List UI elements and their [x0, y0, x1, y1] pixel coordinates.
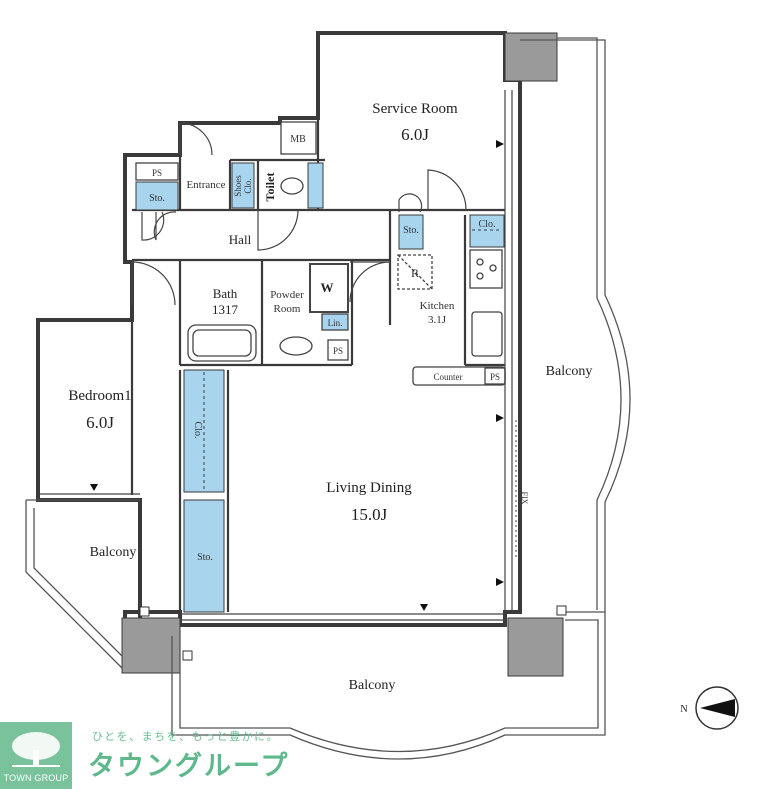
- shoes-closet: [231, 162, 255, 209]
- mb-box: [280, 121, 317, 155]
- ps-label-powder: PS: [333, 346, 343, 356]
- toilet-shelf: [307, 162, 324, 209]
- ps-label-counter: PS: [490, 372, 500, 382]
- service-room-name: Service Room: [372, 101, 458, 117]
- fridge: [397, 254, 433, 290]
- lin-label: Lin.: [328, 318, 343, 328]
- ps-box-entrance: [135, 162, 179, 181]
- kitchen-name: Kitchen: [420, 300, 455, 312]
- balcony-right-label: Balcony: [546, 364, 593, 379]
- balcony-bottom-label: Balcony: [349, 678, 396, 693]
- hall-label: Hall: [229, 232, 252, 247]
- drain-markers: [139, 605, 567, 661]
- service-room-size: 6.0J: [401, 125, 429, 144]
- windows: [40, 90, 513, 621]
- toilet-label: Toilet: [263, 173, 277, 202]
- entrance-label: Entrance: [186, 179, 225, 191]
- mb-label: MB: [290, 134, 306, 145]
- powder-room-line2: Room: [274, 303, 301, 315]
- bath-name: Bath: [213, 286, 238, 301]
- ps-box-powder: [327, 339, 349, 361]
- living-storage: [183, 499, 225, 613]
- logo-text: TOWN GROUP: [3, 773, 69, 783]
- clo-label-balcony: Clo.: [479, 219, 496, 230]
- window-arrows: [90, 140, 504, 611]
- outer-walls: [36, 31, 522, 627]
- pillars: [121, 32, 564, 677]
- entrance-storage: [135, 181, 179, 211]
- toilet-bowl: [280, 177, 304, 195]
- sto-label-kitchen: Sto.: [403, 225, 419, 236]
- living-dining-size: 15.0J: [351, 505, 388, 524]
- bedroom1-size: 6.0J: [86, 413, 114, 432]
- living-dining-name: Living Dining: [326, 480, 412, 496]
- w-label: W: [321, 280, 334, 295]
- bedroom-closet: [183, 369, 225, 493]
- right-balcony: [520, 37, 631, 613]
- kitchen-sink: [471, 311, 503, 357]
- bottom-balcony: [171, 612, 606, 760]
- town-group-logo: TOWN GROUP: [0, 722, 72, 789]
- counter-label: Counter: [434, 372, 463, 382]
- fix-label: FIX: [520, 492, 529, 505]
- balcony-closet: [469, 214, 505, 248]
- brand-name: タウングループ: [88, 751, 290, 782]
- interior-walls: [130, 118, 505, 612]
- compass-icon: N: [680, 686, 739, 730]
- kitchen-storage: [398, 214, 424, 250]
- bath-size: 1317: [212, 302, 239, 317]
- balcony-left-label: Balcony: [90, 545, 137, 560]
- sto-label-entrance: Sto.: [149, 193, 165, 204]
- doors: [131, 122, 467, 306]
- stove: [469, 249, 503, 289]
- kitchen-size: 3.1J: [428, 314, 447, 326]
- brand-tagline: ひとを、まちを、もっと豊かに。: [92, 730, 280, 743]
- storage-areas: [135, 162, 505, 613]
- left-balcony: [25, 499, 140, 669]
- r-label: R: [411, 266, 419, 280]
- clo-label-bedroom: Clo.: [192, 422, 203, 439]
- shoes-label-1: Shoes: [233, 175, 243, 197]
- powder-room-line1: Powder: [270, 289, 304, 301]
- bedroom1-name: Bedroom1: [68, 388, 131, 404]
- linen-box: [321, 313, 349, 331]
- washer-box: [309, 263, 349, 313]
- sink: [279, 336, 313, 356]
- fixtures: [135, 121, 506, 386]
- bathtub: [187, 324, 257, 362]
- bathtub-inner: [192, 329, 252, 357]
- shoes-label-2: Clo.: [243, 178, 253, 193]
- sto-label-living: Sto.: [197, 552, 213, 563]
- compass-n-label: N: [680, 704, 687, 715]
- ps-label-entrance: PS: [152, 168, 162, 178]
- tree-icon: [12, 732, 60, 767]
